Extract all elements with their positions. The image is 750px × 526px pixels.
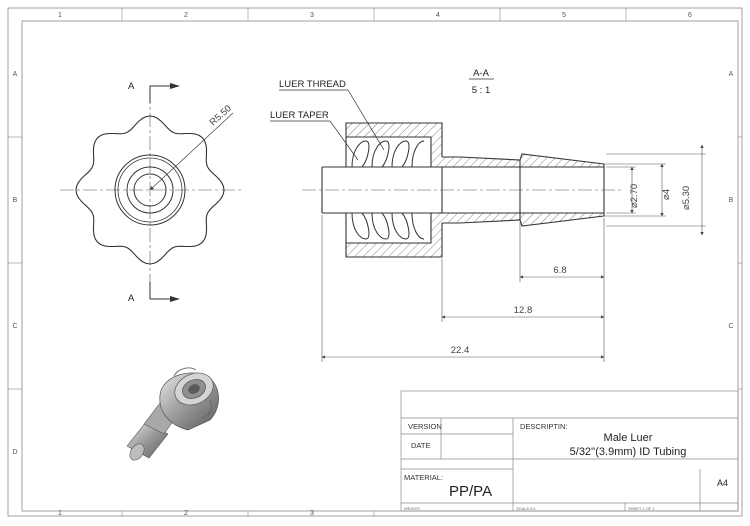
- section-letter-top: A: [128, 81, 135, 92]
- title-block: [400, 390, 739, 512]
- date-label: DATE: [411, 441, 430, 450]
- scale-label: SCALE:5:1: [516, 506, 537, 511]
- zone-row-d: D: [12, 449, 17, 456]
- zone-row-c: C: [12, 323, 17, 330]
- zone-row-c-right: C: [728, 323, 733, 330]
- zone-row-a: A: [13, 71, 18, 78]
- zone-col-6: 6: [688, 12, 692, 19]
- weight-label: WEIGHT:: [404, 506, 421, 511]
- luer-thread-label: LUER THREAD: [279, 79, 346, 90]
- dimension-texts: ⌀2.70 ⌀4 ⌀5.30 6.8 12.8 22.4: [451, 184, 692, 356]
- sheet-frame: [7, 7, 743, 517]
- dim-length-22-4: 22.4: [451, 345, 470, 356]
- sheet-label: SHEET 1 OF 1: [628, 506, 655, 511]
- description-label: DESCRIPTIN:: [520, 422, 568, 431]
- grip-outline: [75, 115, 225, 265]
- section-letter-bottom: A: [128, 293, 135, 304]
- section-name: A-A: [473, 68, 490, 79]
- title-block-text: VERSION DATE DESCRIPTIN: Male Luer 5/32'…: [404, 422, 728, 511]
- zone-col-2: 2: [184, 12, 188, 19]
- version-label: VERSION: [408, 422, 442, 431]
- zone-row-b: B: [13, 197, 18, 204]
- zone-col-5: 5: [562, 12, 566, 19]
- dim-length-6-8: 6.8: [553, 265, 566, 276]
- zone-labels: 1 2 3 4 5 6 1 2 3 A B C D A B C: [12, 12, 733, 517]
- zone-col-1: 1: [58, 12, 62, 19]
- dim-d-mid: ⌀4: [661, 189, 672, 200]
- dim-d-inner: ⌀2.70: [629, 184, 640, 208]
- dimensions: [321, 144, 706, 362]
- zone-col-1-bottom: 1: [58, 510, 62, 517]
- front-view: R5.50 A A: [60, 81, 243, 304]
- sheet-size: A4: [717, 478, 728, 488]
- zone-col-4: 4: [436, 12, 440, 19]
- section-scale: 5 : 1: [472, 85, 491, 96]
- zone-col-3-bottom: 3: [310, 510, 314, 517]
- description-line-1: Male Luer: [604, 432, 653, 444]
- section-view: [302, 122, 624, 258]
- material-label: MATERIAL:: [404, 473, 443, 482]
- zone-col-3: 3: [310, 12, 314, 19]
- dim-d-outer: ⌀5.30: [681, 186, 692, 210]
- zone-row-b-right: B: [729, 197, 734, 204]
- zone-row-a-right: A: [729, 71, 734, 78]
- material-value: PP/PA: [449, 483, 492, 500]
- callouts: LUER THREAD LUER TAPER: [270, 79, 385, 161]
- zone-col-2-bottom: 2: [184, 510, 188, 517]
- isometric-render: [126, 367, 219, 461]
- luer-taper-label: LUER TAPER: [270, 110, 329, 121]
- dim-length-12-8: 12.8: [514, 305, 533, 316]
- section-title: A-A 5 : 1: [469, 68, 494, 96]
- description-line-2: 5/32''(3.9mm) ID Tubing: [570, 446, 687, 458]
